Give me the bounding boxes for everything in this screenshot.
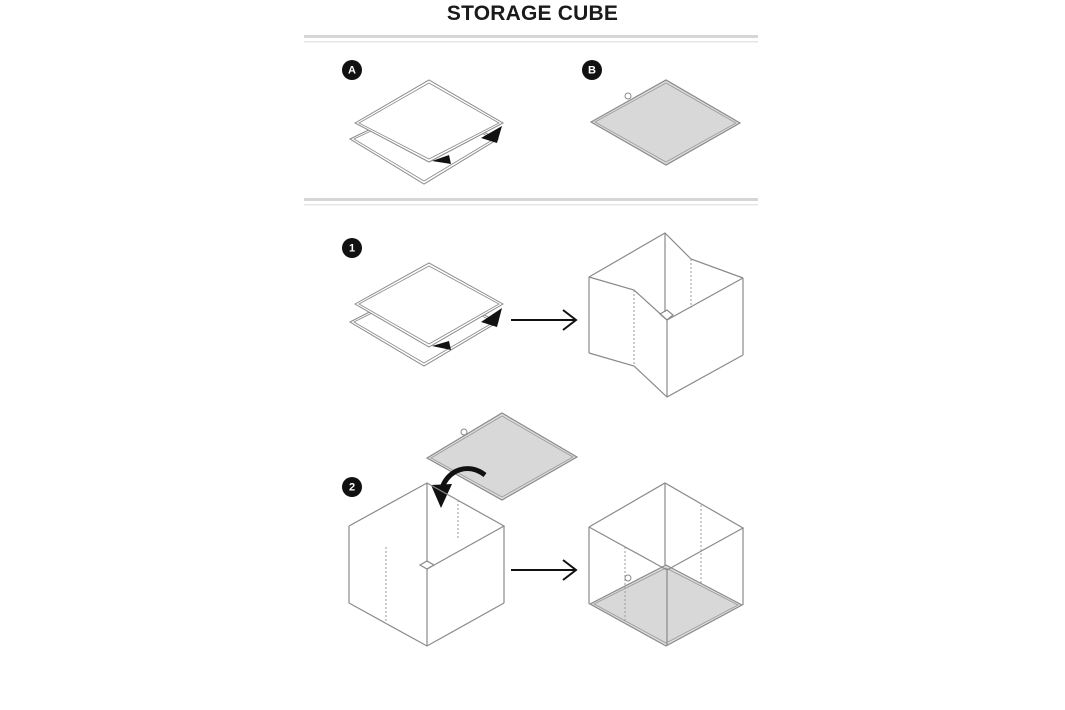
part-b-badge: B	[582, 60, 602, 80]
step-2-base-board	[425, 412, 579, 501]
step-1-badge: 1	[342, 238, 362, 258]
step-1-arrow-right-icon	[511, 309, 578, 331]
part-a-label: A	[348, 65, 356, 77]
step-2-arrow-right-icon	[511, 559, 578, 581]
divider-top	[304, 35, 758, 43]
step-2-badge: 2	[342, 477, 362, 497]
page-title: STORAGE CUBE	[446, 2, 619, 25]
part-b-base-board	[589, 79, 742, 166]
step-2-label: 2	[349, 482, 355, 494]
part-a-badge: A	[342, 60, 362, 80]
step-2-open-cube	[348, 482, 506, 647]
part-b-label: B	[588, 65, 596, 77]
step-1-label: 1	[349, 243, 355, 255]
step-1-folded-cube	[588, 232, 744, 398]
part-a-fabric-sheets	[348, 79, 505, 185]
step-1-fabric-sheets	[348, 262, 505, 367]
step-2-curved-arrow-icon	[431, 466, 487, 508]
divider-middle	[304, 198, 758, 206]
step-2-finished-cube	[588, 482, 745, 647]
